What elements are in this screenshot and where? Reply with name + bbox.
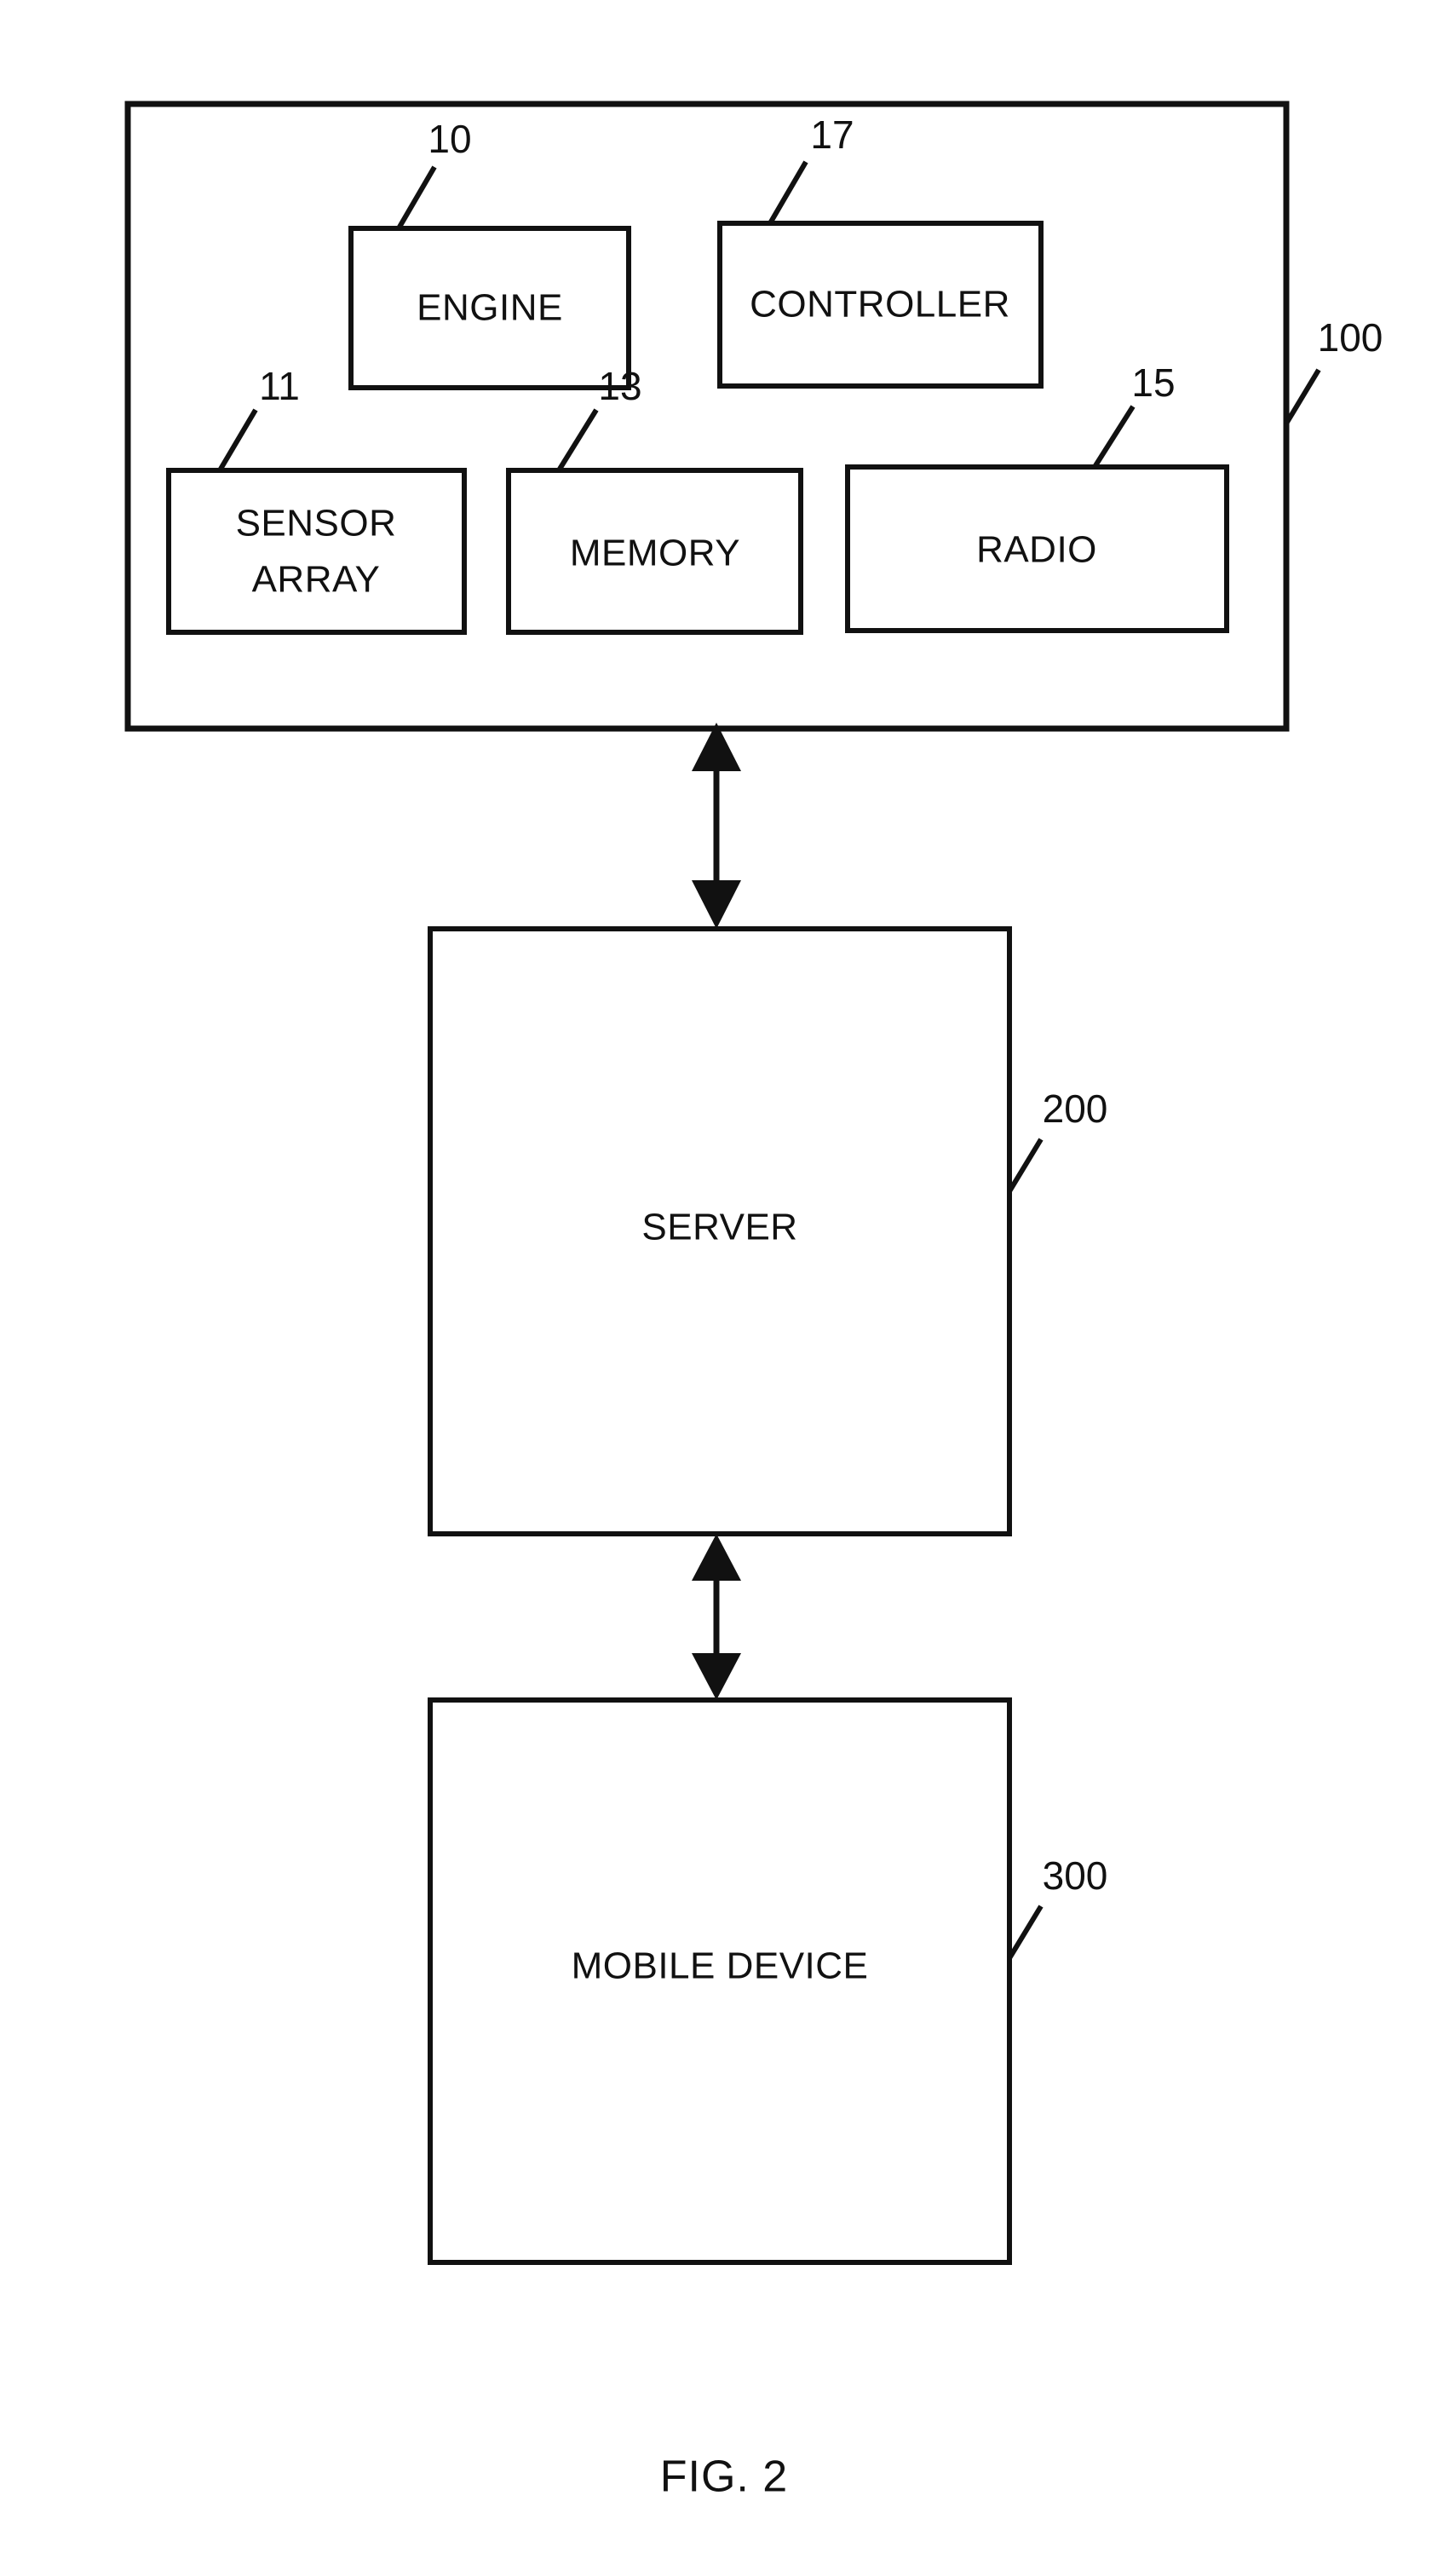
system-container-box (124, 101, 1290, 732)
controller-label: CONTROLLER (750, 284, 1010, 326)
mobile-device-label: MOBILE DEVICE (572, 1945, 869, 1987)
radio-box (845, 464, 1229, 633)
arrow-head-down-mobile (692, 1653, 741, 1700)
leader-line-13 (556, 408, 599, 472)
memory-box (506, 468, 803, 635)
leader-line-11 (217, 408, 258, 472)
arrow-head-down-server (692, 880, 741, 929)
arrow-head-up-server (692, 1534, 741, 1581)
server-label: SERVER (641, 1207, 797, 1248)
radio-label: RADIO (976, 529, 1097, 571)
ref-number-300: 300 (1043, 1853, 1108, 1898)
figure-caption: FIG. 2 (660, 2452, 788, 2502)
ref-number-200: 200 (1043, 1086, 1108, 1131)
leader-line-15 (1092, 405, 1136, 469)
server-box (428, 926, 1012, 1536)
sensor-array-label-line2: ARRAY (252, 559, 381, 601)
connector-system-to-server (692, 723, 741, 929)
arrow-head-up-system (692, 723, 741, 771)
ref-number-15: 15 (1131, 360, 1175, 405)
ref-number-17: 17 (810, 112, 854, 157)
leader-line-200 (1007, 1138, 1044, 1193)
ref-number-11: 11 (259, 364, 300, 408)
ref-number-13: 13 (598, 364, 641, 408)
memory-label: MEMORY (570, 533, 740, 574)
sensor-array-label-line1: SENSOR (236, 503, 397, 545)
ref-number-100: 100 (1318, 315, 1383, 360)
leader-line-100 (1284, 368, 1321, 425)
mobile-device-box (428, 1697, 1012, 2265)
leader-line-10 (396, 165, 437, 230)
engine-label: ENGINE (417, 287, 563, 329)
leader-line-300 (1007, 1905, 1044, 1960)
sensor-array-box (166, 468, 467, 635)
leader-line-17 (768, 160, 808, 225)
engine-box (348, 226, 631, 390)
controller-box (717, 221, 1044, 389)
connector-server-to-mobile (692, 1534, 741, 1700)
ref-number-10: 10 (428, 117, 471, 161)
